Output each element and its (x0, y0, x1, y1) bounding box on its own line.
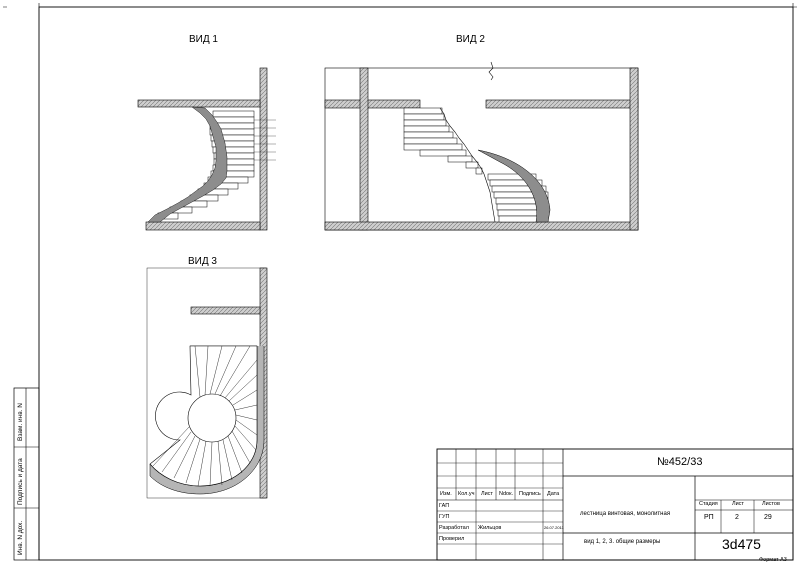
side-stamp (13, 387, 40, 561)
format-label: Формат А3 (759, 557, 787, 563)
description: лестница винтовая, монолитная (580, 511, 671, 517)
view3-title: ВИД 3 (188, 256, 217, 267)
view1-drawing (137, 67, 276, 231)
sheet-value: 2 (735, 514, 739, 521)
col-izm: Изм. (440, 491, 452, 497)
col-podpis: Подпись (519, 491, 541, 497)
stamp-sign-date: Подпись и дата (17, 458, 24, 505)
view2-title: ВИД 2 (456, 34, 485, 45)
col-ndok: Ndок. (499, 491, 514, 497)
view1-title: ВИД 1 (189, 34, 218, 45)
role-gap: ГАП (439, 503, 450, 509)
doc-number: №452/33 (657, 456, 703, 468)
stamp-inv-dup: Взам. инв. N (17, 403, 24, 441)
view2-drawing (324, 61, 639, 231)
stage-value: РП (704, 514, 714, 521)
role-developed: Разработал (439, 525, 469, 531)
col-list: Лист (481, 491, 493, 497)
sheet-description: вид 1, 2, 3. общие размеры (584, 539, 661, 545)
sheet-frame (38, 6, 794, 561)
role-gup: ГУП (439, 514, 450, 520)
developer-name: Жильцов (478, 525, 502, 531)
view3-drawing (146, 267, 268, 499)
sheets-value: 29 (764, 514, 772, 521)
col-kol: Кол.уч (458, 491, 475, 497)
role-checked: Проверил (439, 536, 465, 542)
title-block (436, 448, 794, 561)
drawing-code: 3d475 (722, 536, 761, 552)
stamp-inv-orig: Инв. N дох. (17, 520, 24, 555)
date-value: 26.07.2011 (544, 525, 564, 530)
sheets-label: Листов (762, 501, 780, 507)
col-data: Дата (547, 491, 560, 497)
stage-label: Стадия (699, 501, 718, 507)
sheet-label: Лист (732, 501, 744, 507)
